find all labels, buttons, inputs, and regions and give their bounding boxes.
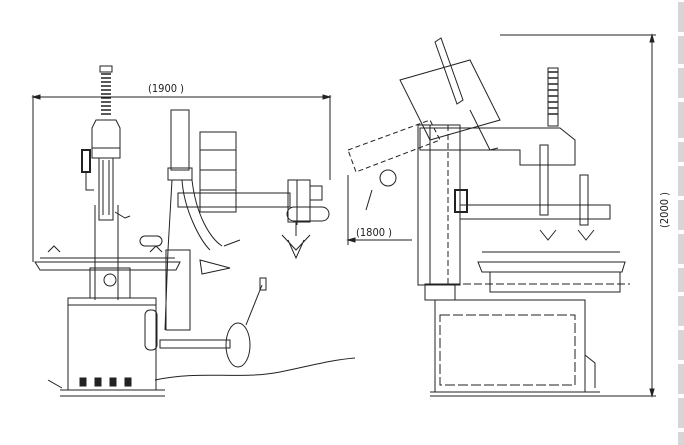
dimension-depth: (1800 ) bbox=[346, 175, 412, 245]
front-view-machine: (1900 ) bbox=[31, 65, 356, 397]
dimension-height: (2000 ) bbox=[500, 33, 671, 398]
dimension-width: (1900 ) bbox=[31, 82, 332, 262]
side-view-machine: (2000 ) (1800 ) bbox=[346, 33, 671, 398]
dimension-label-1900: (1900 ) bbox=[148, 82, 184, 95]
dimension-label-1800: (1800 ) bbox=[356, 226, 392, 239]
dimension-label-2000: (2000 ) bbox=[658, 192, 671, 228]
